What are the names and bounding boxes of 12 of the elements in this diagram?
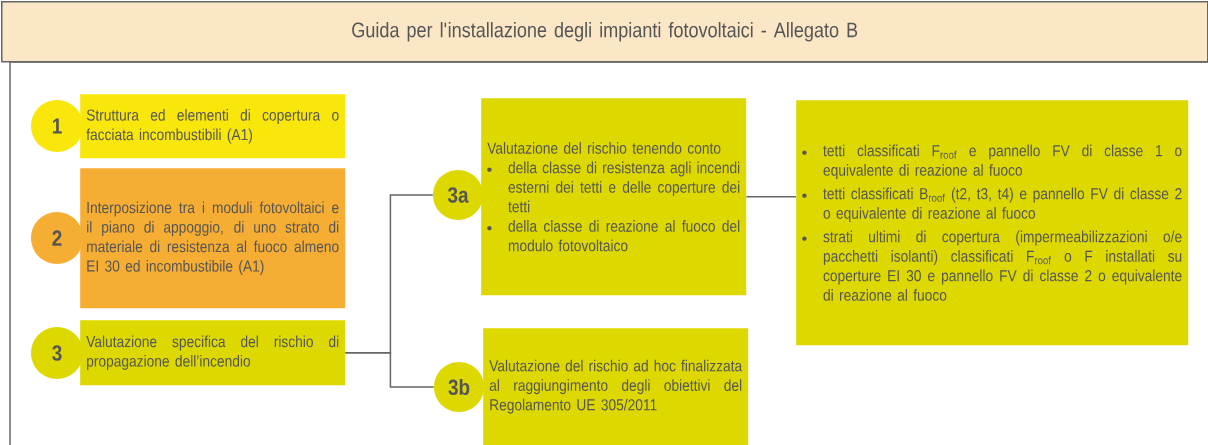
number-badge: 2	[31, 212, 83, 264]
number-badge: 3b	[434, 362, 484, 412]
number-badge: 1	[31, 100, 83, 152]
header-band: Guida per l'installazione degli impianti fotovoltaici - Allegato B	[1, 1, 1208, 63]
text-box: Interposizione tra i moduli fotovoltaici e il piano di appoggio, di uno strato di materiale di resistenza al fuoco almeno EI 30 ed incombustibile (A1)	[80, 168, 346, 309]
connector-line	[344, 351, 435, 388]
text-box: Valutazione del rischio ad hoc finalizzata al raggiungimento degli obiettivi del Regolamento UE 305/2011	[483, 328, 749, 445]
number-badge: 3a	[433, 170, 483, 220]
text-box: tetti classificati F$_{roof}$ e pannello FV di classe 1 o equivalente di reazione al fuoco tetti classificati B$_{roof}$ (t2, t3, t4) e pannello FV di classe 2 o equivalente di reazione al fuoco strati ultimi di copertura (impermeabilizzazioni o/e pacchetti isolanti) classificati F$_{roof}$ o F installati su coperture EI 30 e pannello FV di classe 2 o equivalente di reazione al fuoco	[796, 100, 1189, 346]
number-badge: 3	[31, 327, 83, 379]
text-box: Valutazione del rischio tenendo conto della classe di resistenza agli incendi esterni dei tetti e delle coperture dei tetti della classe di reazione al fuoco del modulo fotovoltaico	[481, 98, 747, 296]
connector-line	[745, 195, 797, 198]
